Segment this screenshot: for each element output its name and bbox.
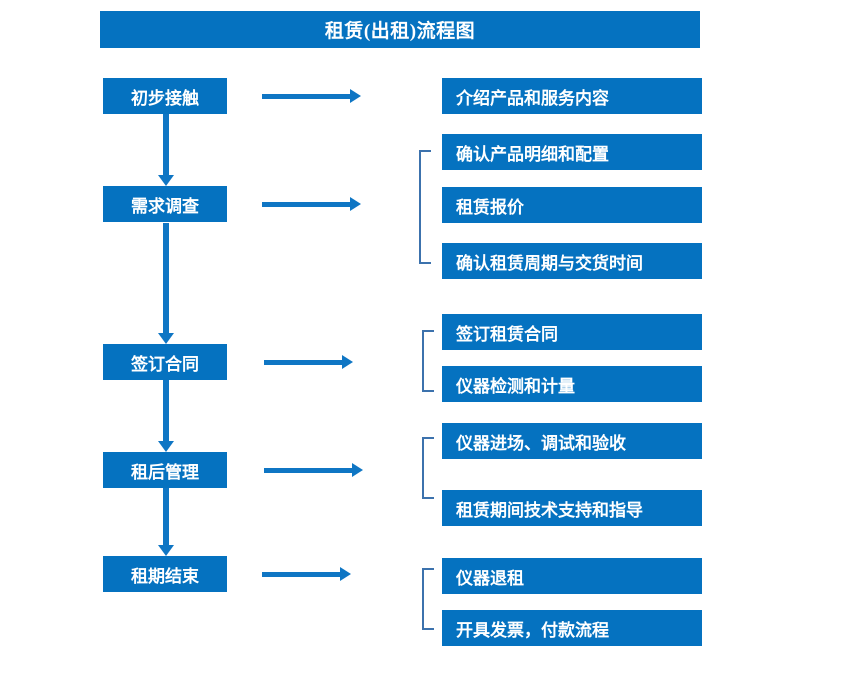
detail-box-instrument-return[interactable]: 仪器退租 [442,558,702,594]
group-bracket-demand-survey [419,150,431,264]
diagram-title: 租赁(出租)流程图 [100,11,700,48]
stage-box-rental-end[interactable]: 租期结束 [103,556,227,592]
detail-box-confirm-period-delivery[interactable]: 确认租赁周期与交货时间 [442,243,702,279]
vertical-arrow-stage4-stage5 [158,488,174,556]
stage-box-demand-survey[interactable]: 需求调查 [103,186,227,222]
stage-box-initial-contact[interactable]: 初步接触 [103,78,227,114]
stage-box-post-rental-management[interactable]: 租后管理 [103,452,227,488]
vertical-arrow-stage1-stage2 [158,114,174,186]
vertical-arrow-stage2-stage3 [158,223,174,344]
horizontal-arrow-stage5 [262,567,351,581]
detail-box-technical-support[interactable]: 租赁期间技术支持和指导 [442,490,702,526]
horizontal-arrow-stage2 [262,197,361,211]
detail-box-sign-rental-contract[interactable]: 签订租赁合同 [442,314,702,350]
group-bracket-rental-end [422,568,434,630]
stage-box-sign-contract[interactable]: 签订合同 [103,344,227,380]
detail-box-instrument-onsite-commissioning[interactable]: 仪器进场、调试和验收 [442,423,702,459]
detail-box-introduce-products[interactable]: 介绍产品和服务内容 [442,78,702,114]
detail-box-confirm-product-specs[interactable]: 确认产品明细和配置 [442,134,702,170]
detail-box-rental-quotation[interactable]: 租赁报价 [442,187,702,223]
vertical-arrow-stage3-stage4 [158,380,174,452]
horizontal-arrow-stage1 [262,89,361,103]
horizontal-arrow-stage3 [264,355,353,369]
horizontal-arrow-stage4 [264,463,363,477]
group-bracket-post-rental [422,437,434,499]
group-bracket-sign-contract [422,330,434,392]
detail-box-instrument-inspection[interactable]: 仪器检测和计量 [442,366,702,402]
detail-box-invoice-payment[interactable]: 开具发票，付款流程 [442,610,702,646]
